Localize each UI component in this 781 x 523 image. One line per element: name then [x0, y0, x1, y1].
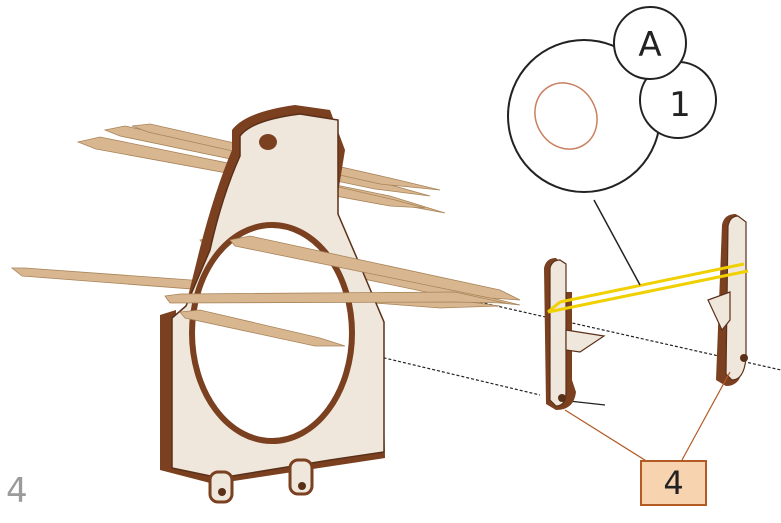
page-number: 4	[6, 474, 28, 508]
label-leader-lines	[565, 372, 730, 462]
right-upright-piece	[708, 214, 748, 386]
callout-letter: A	[638, 25, 661, 65]
detail-callout: A 1	[508, 7, 716, 192]
part-number-label: 4	[640, 460, 707, 506]
callout-number: 1	[669, 85, 691, 125]
callout-leader-line	[594, 200, 640, 285]
left-upright-piece	[544, 258, 604, 410]
